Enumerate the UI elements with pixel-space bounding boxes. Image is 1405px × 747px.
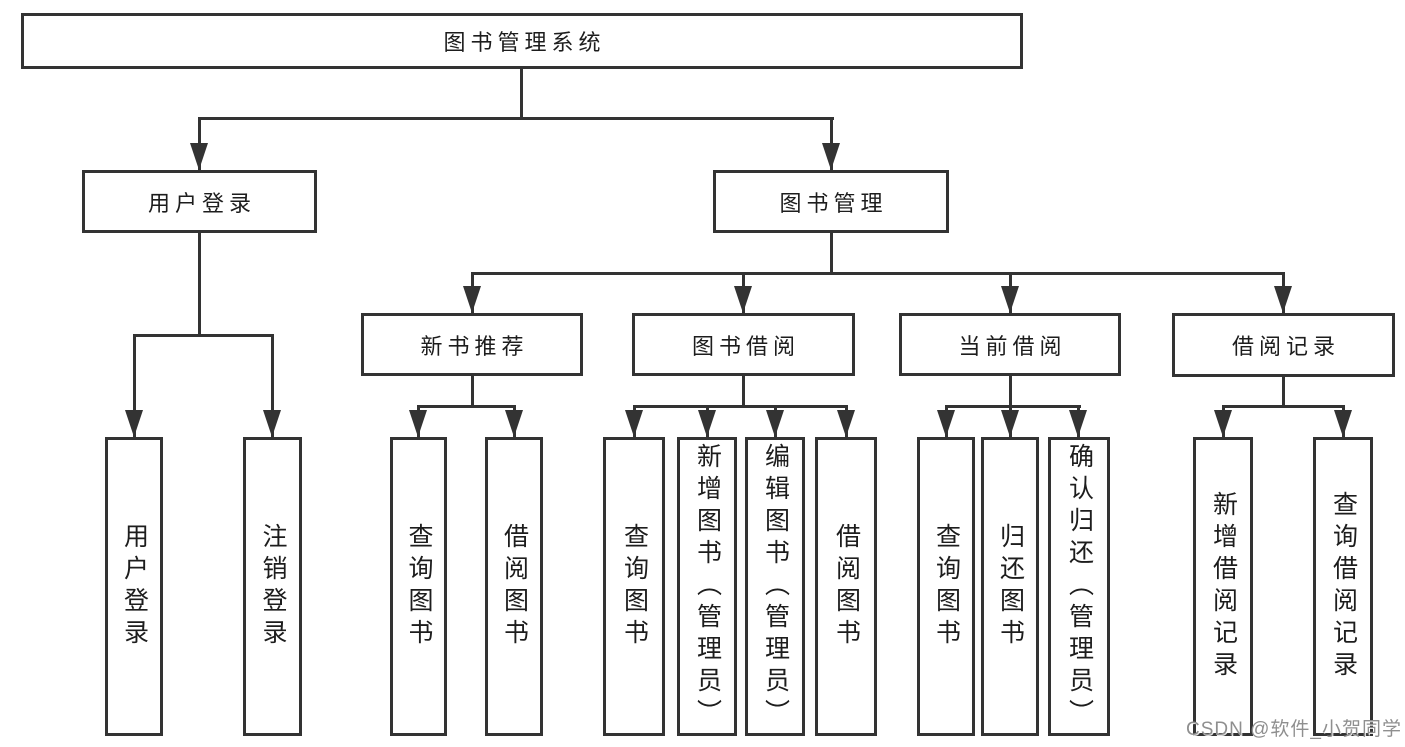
connector-segment xyxy=(945,405,1081,408)
arrow-head xyxy=(263,410,281,437)
node-user-login-label: 用户登录 xyxy=(147,190,256,216)
leaf-bb-borrow-books-label: 借阅图书 xyxy=(832,522,861,651)
csdn-watermark: CSDN @软件_小贺同学 xyxy=(1186,719,1402,740)
arrow-head xyxy=(505,410,523,437)
node-root-label: 图书管理系统 xyxy=(443,30,606,55)
leaf-cb-return-books: 归还图书 xyxy=(981,437,1039,736)
leaf-nb-borrow-books: 借阅图书 xyxy=(485,437,543,736)
node-new-book-recommend-label: 新书推荐 xyxy=(420,333,529,359)
arrow-head xyxy=(1274,286,1292,313)
node-root: 图书管理系统 xyxy=(21,13,1023,69)
leaf-cb-confirm-return-label: 确认归还（管理员） xyxy=(1065,442,1094,731)
node-current-borrow: 当前借阅 xyxy=(899,313,1121,376)
leaf-cb-confirm-return: 确认归还（管理员） xyxy=(1048,437,1110,736)
arrow-head xyxy=(190,143,208,170)
leaf-user-login: 用户登录 xyxy=(105,437,163,736)
leaf-bb-add-books-label: 新增图书（管理员） xyxy=(693,442,722,731)
leaf-bb-edit-books-label: 编辑图书（管理员） xyxy=(761,442,790,731)
arrow-head xyxy=(1069,410,1087,437)
leaf-cb-query-books-label: 查询图书 xyxy=(932,522,961,651)
connector-segment xyxy=(471,376,474,408)
arrow-head xyxy=(1001,410,1019,437)
arrow-head xyxy=(822,143,840,170)
leaf-user-login-label: 用户登录 xyxy=(120,522,149,651)
arrow-head xyxy=(766,410,784,437)
leaf-bb-query-books: 查询图书 xyxy=(603,437,665,736)
arrow-head xyxy=(463,286,481,313)
leaf-bb-edit-books: 编辑图书（管理员） xyxy=(745,437,805,736)
connector-segment xyxy=(1222,405,1345,408)
leaf-bb-add-books: 新增图书（管理员） xyxy=(677,437,737,736)
arrow-head xyxy=(125,410,143,437)
connector-segment xyxy=(471,272,1285,275)
leaf-nb-query-books: 查询图书 xyxy=(390,437,447,736)
arrow-head xyxy=(409,410,427,437)
node-borrow-records: 借阅记录 xyxy=(1172,313,1395,377)
node-new-book-recommend: 新书推荐 xyxy=(361,313,583,376)
connector-segment xyxy=(1282,377,1285,408)
leaf-bb-borrow-books: 借阅图书 xyxy=(815,437,877,736)
arrow-head xyxy=(1334,410,1352,437)
leaf-bb-query-books-label: 查询图书 xyxy=(620,522,649,651)
leaf-cb-query-books: 查询图书 xyxy=(917,437,975,736)
arrow-head xyxy=(937,410,955,437)
leaf-cb-return-books-label: 归还图书 xyxy=(996,522,1025,651)
connector-segment xyxy=(417,405,516,408)
arrow-head xyxy=(698,410,716,437)
leaf-logout-login-label: 注销登录 xyxy=(259,522,287,651)
connector-segment xyxy=(133,334,274,337)
leaf-logout-login: 注销登录 xyxy=(243,437,302,736)
connector-segment xyxy=(633,405,848,408)
arrow-head xyxy=(1001,286,1019,313)
node-book-management-label: 图书管理 xyxy=(779,190,888,216)
connector-segment xyxy=(742,376,745,408)
leaf-br-query-record-label: 查询借阅记录 xyxy=(1329,490,1358,683)
node-book-management: 图书管理 xyxy=(713,170,949,233)
arrow-head xyxy=(734,286,752,313)
connector-segment xyxy=(198,233,201,336)
leaf-nb-borrow-books-label: 借阅图书 xyxy=(500,522,529,651)
leaf-br-query-record: 查询借阅记录 xyxy=(1313,437,1373,736)
node-current-borrow-label: 当前借阅 xyxy=(958,333,1067,359)
node-user-login: 用户登录 xyxy=(82,170,317,233)
leaf-nb-query-books-label: 查询图书 xyxy=(405,522,433,651)
arrow-head xyxy=(837,410,855,437)
connector-segment xyxy=(520,69,523,120)
connector-segment xyxy=(830,233,833,275)
leaf-br-add-record: 新增借阅记录 xyxy=(1193,437,1253,736)
connector-segment xyxy=(271,334,274,437)
node-borrow-records-label: 借阅记录 xyxy=(1231,334,1340,359)
leaf-br-add-record-label: 新增借阅记录 xyxy=(1209,490,1238,683)
arrow-head xyxy=(625,410,643,437)
connector-segment xyxy=(133,334,136,437)
node-book-borrow-label: 图书借阅 xyxy=(691,333,800,359)
node-book-borrow: 图书借阅 xyxy=(632,313,855,376)
arrow-head xyxy=(1214,410,1232,437)
connector-segment xyxy=(198,117,834,120)
